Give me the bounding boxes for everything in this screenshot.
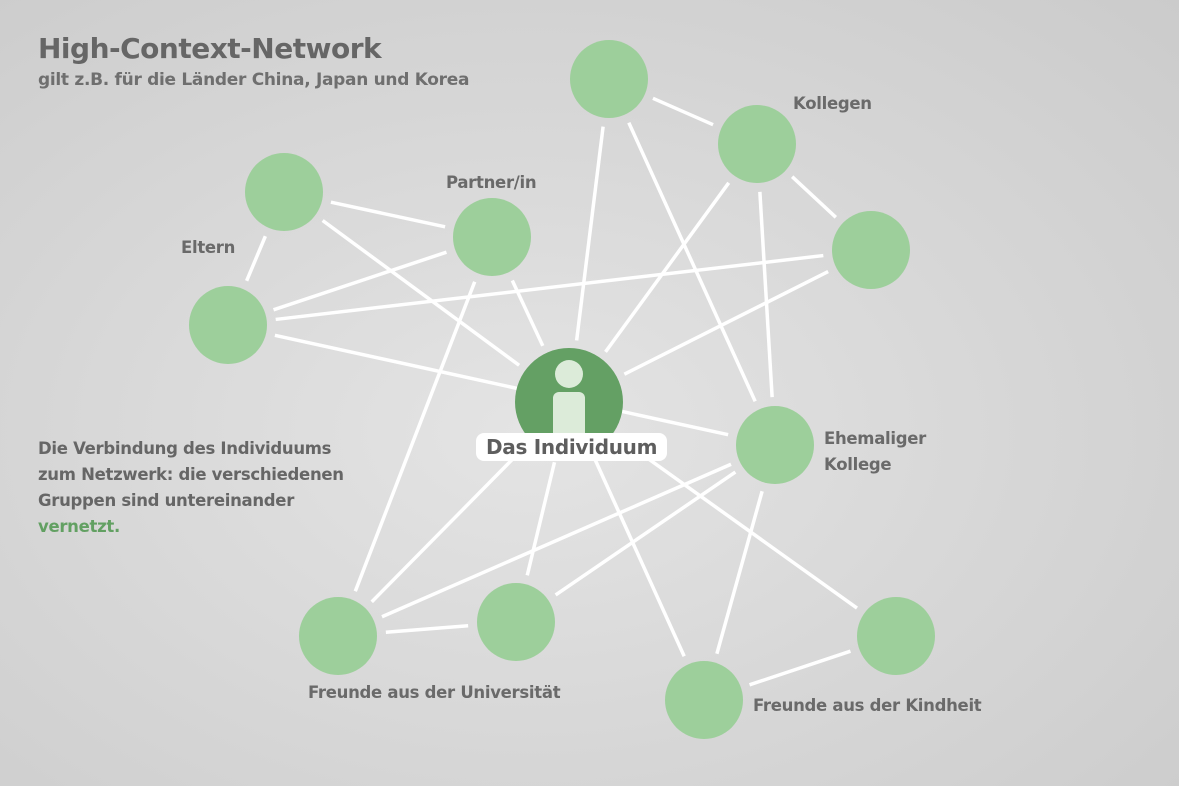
edge <box>274 333 729 437</box>
network-node <box>665 661 743 739</box>
edge <box>554 470 737 597</box>
label-kollegen: Kollegen <box>793 94 872 113</box>
network-node <box>477 583 555 661</box>
edge <box>330 200 446 229</box>
edge <box>758 191 774 398</box>
network-node <box>453 198 531 276</box>
network-node <box>736 406 814 484</box>
network-node <box>570 40 648 118</box>
edge <box>604 181 731 353</box>
network-node <box>299 597 377 675</box>
label-line-2: Kollege <box>824 455 892 474</box>
description-highlight: vernetzt. <box>38 517 120 536</box>
edge <box>525 461 557 576</box>
edge <box>748 649 852 687</box>
edge <box>510 279 545 347</box>
edges <box>245 96 858 687</box>
edge <box>272 250 448 312</box>
page-title: High-Context-Network <box>38 32 382 65</box>
label-kindheit: Freunde aus der Kindheit <box>753 696 982 715</box>
label-eltern: Eltern <box>181 238 236 257</box>
edge <box>715 490 764 655</box>
center-label: Das Individuum <box>476 433 668 461</box>
edge <box>574 126 605 341</box>
edge <box>790 175 838 219</box>
page-subtitle: gilt z.B. für die Länder China, Japan un… <box>38 70 470 90</box>
edge <box>321 219 521 367</box>
edge <box>618 436 858 610</box>
label-universitaet: Freunde aus der Universität <box>308 683 561 702</box>
edge <box>353 281 477 592</box>
edge <box>275 253 824 322</box>
network-node <box>245 153 323 231</box>
edge <box>592 457 686 657</box>
label-partner: Partner/in <box>446 173 537 192</box>
network-node <box>718 105 796 183</box>
edge <box>652 96 714 127</box>
nodes <box>189 40 935 739</box>
description: Die Verbindung des Individuums zum Netzw… <box>38 436 358 540</box>
description-text: Die Verbindung des Individuums zum Netzw… <box>38 439 344 510</box>
edge <box>381 462 732 619</box>
edge <box>385 624 469 634</box>
edge <box>370 444 527 604</box>
network-node <box>857 597 935 675</box>
label-line-1: Ehemaliger <box>824 429 926 448</box>
network-node <box>832 211 910 289</box>
network-node <box>189 286 267 364</box>
edge <box>623 270 829 376</box>
edge <box>245 235 267 282</box>
person-icon <box>553 360 585 442</box>
center-node <box>515 348 623 456</box>
edge <box>627 121 757 403</box>
